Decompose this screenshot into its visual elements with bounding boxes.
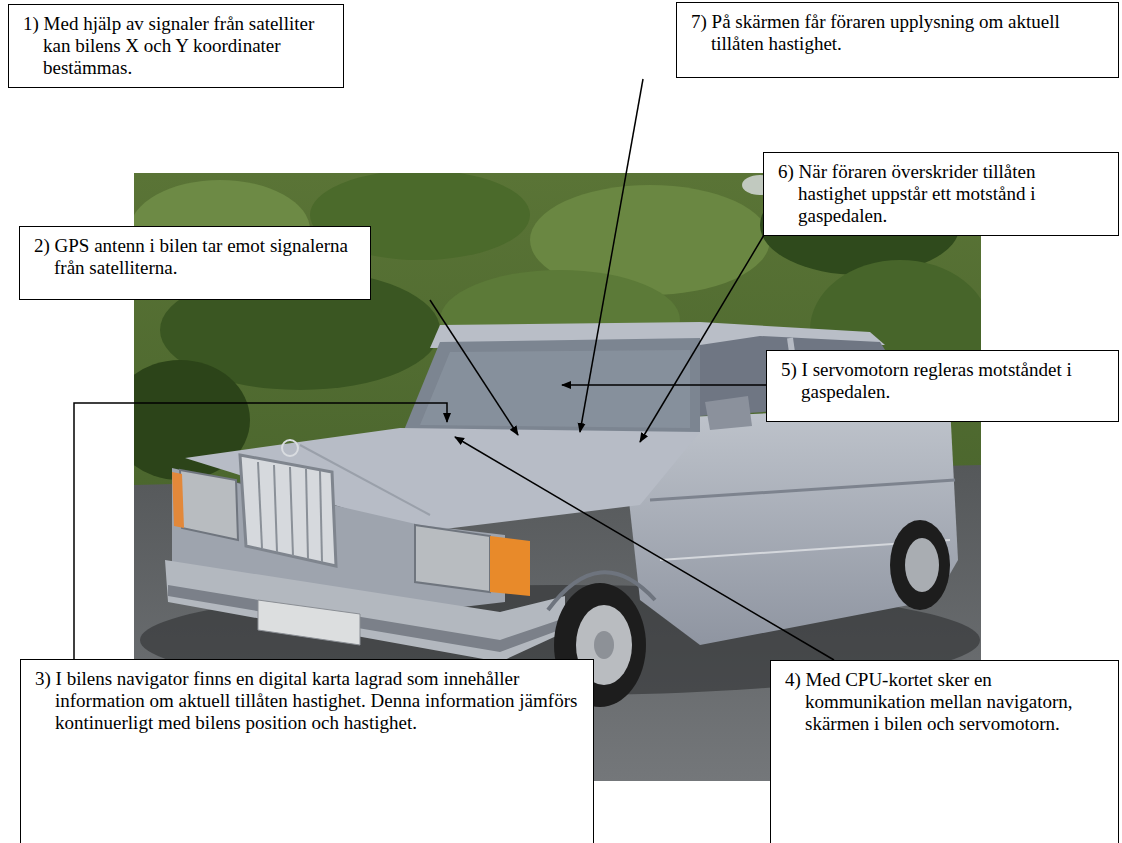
leader-line <box>640 235 764 442</box>
leader-line <box>455 437 834 660</box>
callout-text: 1) Med hjälp av signaler från satelliter… <box>43 13 333 79</box>
callout-box: 6) När föraren överskrider tillåten hast… <box>763 152 1119 236</box>
callout-box: 7) På skärmen får föraren upplysning om … <box>676 2 1119 78</box>
leader-line <box>562 384 766 386</box>
leader-line <box>74 403 447 659</box>
callout-text: 2) GPS antenn i bilen tar emot signalern… <box>54 235 360 279</box>
callout-box: 5) I servomotorn regleras motståndet i g… <box>766 350 1119 422</box>
callout-text: 6) När föraren överskrider tillåten hast… <box>798 161 1108 227</box>
callout-text: 3) I bilens navigator finns en digital k… <box>55 668 583 734</box>
leader-line <box>430 300 518 435</box>
callout-text: 4) Med CPU-kortet sker en kommunikation … <box>805 669 1108 735</box>
callout-box: 1) Med hjälp av signaler från satelliter… <box>8 4 344 88</box>
callout-box: 2) GPS antenn i bilen tar emot signalern… <box>19 226 371 300</box>
callout-text: 5) I servomotorn regleras motståndet i g… <box>801 359 1108 403</box>
leader-line <box>580 79 643 432</box>
callout-text: 7) På skärmen får föraren upplysning om … <box>711 11 1108 55</box>
callout-box: 4) Med CPU-kortet sker en kommunikation … <box>770 660 1119 843</box>
callout-box: 3) I bilens navigator finns en digital k… <box>20 659 594 843</box>
